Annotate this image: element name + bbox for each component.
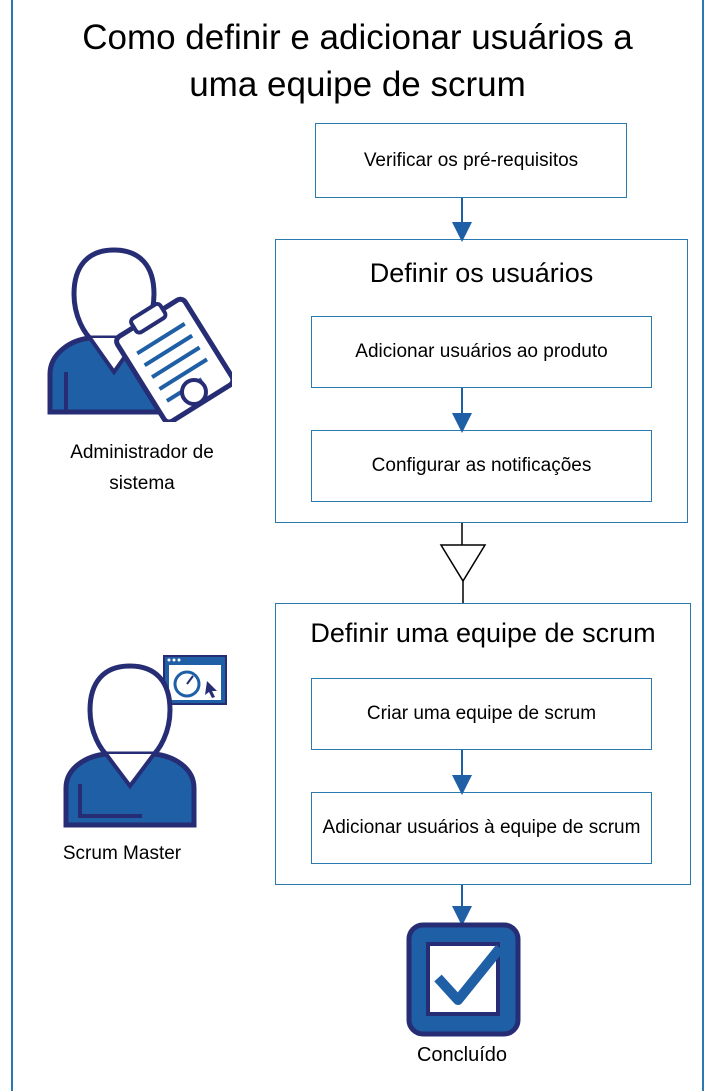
page-title: Como definir e adicionar usuários a uma … [0,14,715,108]
step-create-team: Criar uma equipe de scrum [311,678,652,750]
page-title-line1: Como definir e adicionar usuários a [82,18,633,57]
done-label: Concluído [416,1044,508,1066]
dashboard-window-icon [163,655,227,705]
checkbox-checked-icon [406,922,521,1037]
merge-triangle [439,544,487,583]
role-label-sysadmin: Administrador de sistema [70,442,214,494]
step-prerequisites: Verificar os pré-requisitos [315,123,627,198]
page-title-line2: uma equipe de scrum [189,65,526,104]
step-add-users-team: Adicionar usuários à equipe de scrum [311,792,652,864]
scrum-master-person-icon [63,663,197,828]
admin-clipboard-person-icon [47,247,232,422]
step-configure-notifications: Configurar as notificações [311,430,652,502]
role-label-scrum-master: Scrum Master [62,843,182,864]
group-define-team-title: Definir uma equipe de scrum [310,618,656,648]
step-add-users-product: Adicionar usuários ao produto [311,316,652,388]
group-define-users-title: Definir os usuários [369,258,594,288]
